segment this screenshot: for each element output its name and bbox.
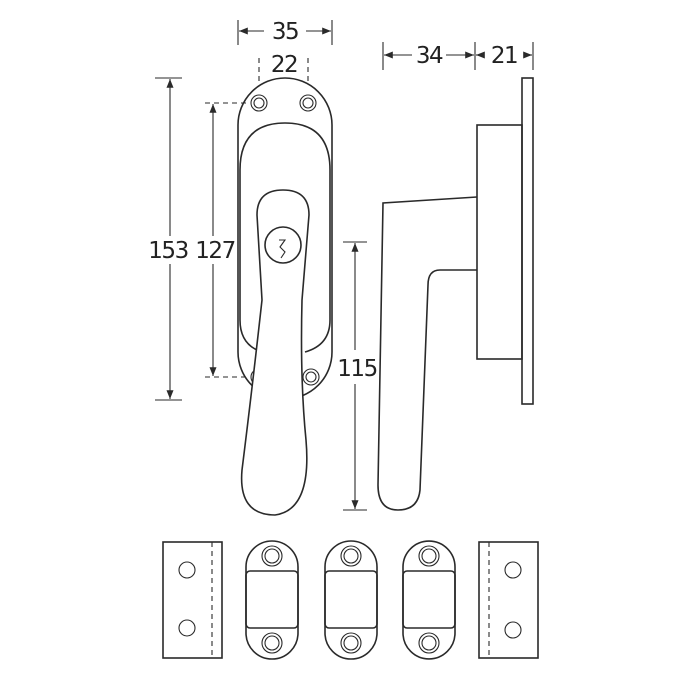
dimension-label: 127 <box>195 238 234 264</box>
dimension-21: 21 <box>476 42 534 70</box>
dimension-label: 153 <box>148 238 187 264</box>
dimension-label: 115 <box>337 356 376 382</box>
key-slot-icon <box>279 239 287 259</box>
base-block <box>476 124 523 360</box>
dimension-153: 153 <box>148 77 189 401</box>
striker-1 <box>245 540 299 660</box>
dimension-label: 22 <box>271 52 297 78</box>
handle-lever <box>240 189 310 516</box>
dimension-label: 21 <box>491 43 517 69</box>
dimension-34: 34 <box>382 42 476 70</box>
handle-profile <box>377 196 478 511</box>
front-view <box>237 77 333 516</box>
dimension-127: 127 <box>195 102 250 378</box>
dimension-35: 35 <box>237 19 333 45</box>
dimension-115: 115 <box>337 241 378 511</box>
keeper-plate-right <box>478 541 539 659</box>
dimension-label: 34 <box>416 43 443 69</box>
mounting-plate <box>521 77 534 405</box>
striker-2 <box>324 540 378 660</box>
accessory-row <box>162 540 539 660</box>
screw-hole-icon <box>250 94 320 386</box>
striker-3 <box>402 540 456 660</box>
lock-cylinder-icon <box>264 226 302 264</box>
dimension-22: 22 <box>258 52 309 82</box>
side-view <box>377 77 534 511</box>
dimension-label: 35 <box>272 19 298 45</box>
keeper-plate-left <box>162 541 223 659</box>
